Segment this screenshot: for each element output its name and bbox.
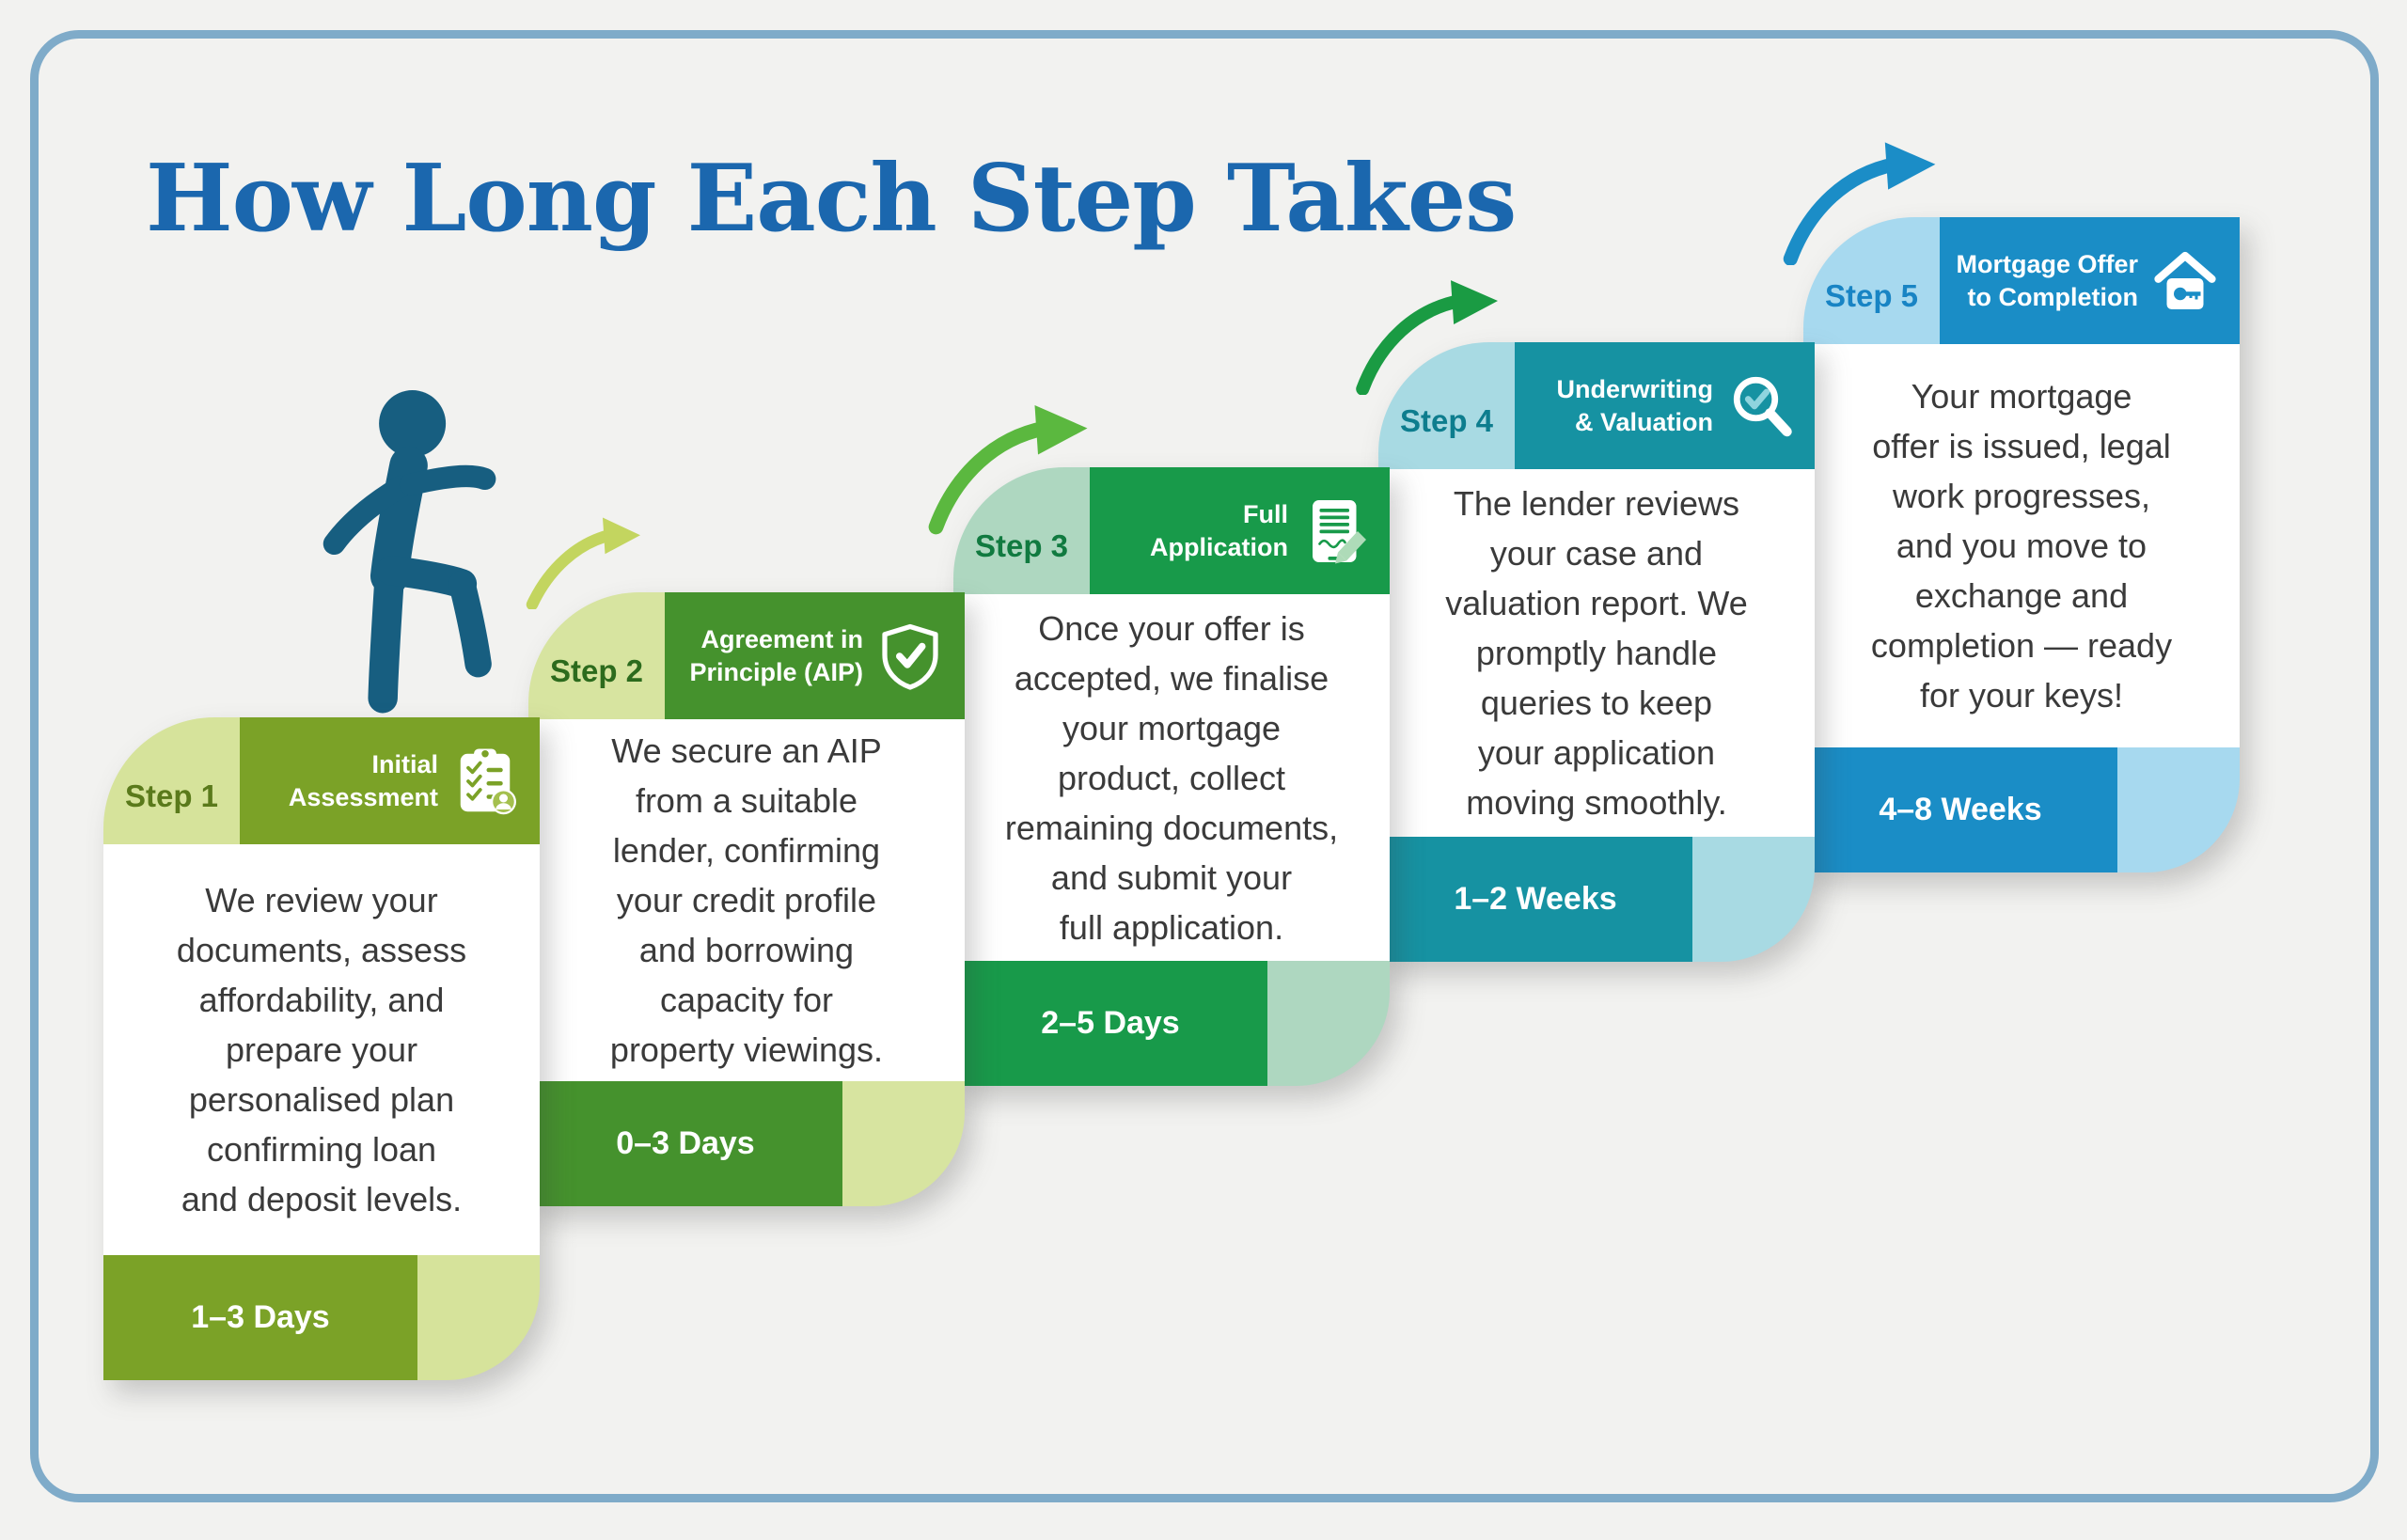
duration-bar-accent (1267, 961, 1390, 1086)
house-key-icon (2154, 251, 2216, 309)
step-description: The lender reviews your case and valuati… (1378, 469, 1815, 837)
step-header: Underwriting & Valuation (1515, 342, 1815, 469)
arrow-to-step-4-icon (1356, 280, 1498, 395)
step-description: We secure an AIP from a suitable lender,… (528, 719, 965, 1081)
step-header: Agreement in Principle (AIP) (665, 592, 965, 719)
step-header-icon (451, 742, 519, 821)
step-tab-label: Step 2 (549, 653, 644, 688)
step-tab: Step 4 (1378, 342, 1515, 469)
step-card: Step 3 Full Application (953, 467, 1390, 1086)
step-header: Initial Assessment (240, 717, 540, 844)
duration-bar: 1–2 Weeks (1378, 837, 1815, 962)
step-tab-label: Step 4 (1399, 403, 1494, 438)
step-card-top: Step 3 Full Application (953, 467, 1390, 594)
step-tab-label: Step 3 (974, 528, 1069, 563)
step-header-icon (876, 617, 944, 696)
step-header-icon (1726, 367, 1794, 446)
step-description-text: We review your documents, assess afforda… (176, 881, 467, 1218)
duration-bar: 1–3 Days (103, 1255, 540, 1380)
duration-bar-accent (842, 1081, 965, 1206)
duration-bar-fill: 0–3 Days (528, 1081, 842, 1206)
step-card: Step 4 Underwriting & Valuation (1378, 342, 1815, 962)
step-card-top: Step 4 Underwriting & Valuation (1378, 342, 1815, 469)
duration-bar-fill: 4–8 Weeks (1803, 747, 2117, 872)
duration-label: 1–2 Weeks (1454, 881, 1617, 917)
step-card: Step 2 Agreement in Principle (AIP) We s… (528, 592, 965, 1206)
arrow-to-step-3-icon (928, 405, 1088, 535)
step-header-title: Underwriting & Valuation (1556, 374, 1714, 436)
step-header: Mortgage Offer to Completion (1940, 217, 2240, 344)
walking-person-icon (323, 390, 496, 714)
step-header-icon (2151, 242, 2219, 321)
duration-bar: 2–5 Days (953, 961, 1390, 1086)
duration-bar-fill: 1–2 Weeks (1378, 837, 1692, 962)
step-description: We review your documents, assess afforda… (103, 844, 540, 1255)
duration-bar-accent (1692, 837, 1815, 962)
duration-bar-accent (2117, 747, 2240, 872)
step-description: Your mortgage offer is issued, legal wor… (1803, 344, 2240, 747)
step-tab: Step 3 (953, 467, 1090, 594)
document-pen-icon (1313, 499, 1366, 563)
step-header-title: Full Application (1150, 499, 1288, 561)
step-tab-label: Step 5 (1824, 278, 1919, 313)
arrow-to-step-2-icon (526, 517, 640, 609)
magnifier-check-icon (1733, 376, 1792, 436)
step-header-title: Agreement in Principle (AIP) (689, 624, 863, 686)
duration-bar-fill: 2–5 Days (953, 961, 1267, 1086)
duration-bar: 4–8 Weeks (1803, 747, 2240, 872)
step-header-title: Mortgage Offer to Completion (1956, 249, 2138, 311)
step-header-title: Initial Assessment (288, 749, 438, 811)
step-description-text: Once your offer is accepted, we finalise… (1004, 608, 1339, 947)
step-card-top: Step 5 Mortgage Offer to Completion (1803, 217, 2240, 344)
step-tab: Step 2 (528, 592, 665, 719)
step-description-text: We secure an AIP from a suitable lender,… (609, 731, 884, 1069)
step-description: Once your offer is accepted, we finalise… (953, 594, 1390, 961)
step-tab: Step 5 (1803, 217, 1940, 344)
step-description-text: The lender reviews your case and valuati… (1445, 484, 1748, 822)
duration-bar: 0–3 Days (528, 1081, 965, 1206)
step-description-text: Your mortgage offer is issued, legal wor… (1870, 377, 2173, 715)
duration-label: 1–3 Days (191, 1299, 330, 1335)
step-header: Full Application (1090, 467, 1390, 594)
arrow-to-step-5-icon (1783, 142, 1936, 265)
duration-label: 0–3 Days (616, 1125, 755, 1161)
clipboard-checklist-icon (460, 748, 516, 814)
duration-bar-accent (417, 1255, 540, 1380)
step-header-icon (1301, 492, 1369, 571)
duration-bar-fill: 1–3 Days (103, 1255, 417, 1380)
step-tab-label: Step 1 (124, 778, 219, 813)
step-card-top: Step 1 Initial Assessment (103, 717, 540, 844)
page-title: How Long Each Step Takes (146, 144, 1517, 253)
step-tab: Step 1 (103, 717, 240, 844)
step-card-top: Step 2 Agreement in Principle (AIP) (528, 592, 965, 719)
step-card: Step 1 Initial Assessment (103, 717, 540, 1380)
duration-label: 2–5 Days (1041, 1005, 1180, 1041)
duration-label: 4–8 Weeks (1879, 792, 2042, 827)
step-card: Step 5 Mortgage Offer to Completion (1803, 217, 2240, 872)
shield-check-icon (882, 623, 938, 690)
